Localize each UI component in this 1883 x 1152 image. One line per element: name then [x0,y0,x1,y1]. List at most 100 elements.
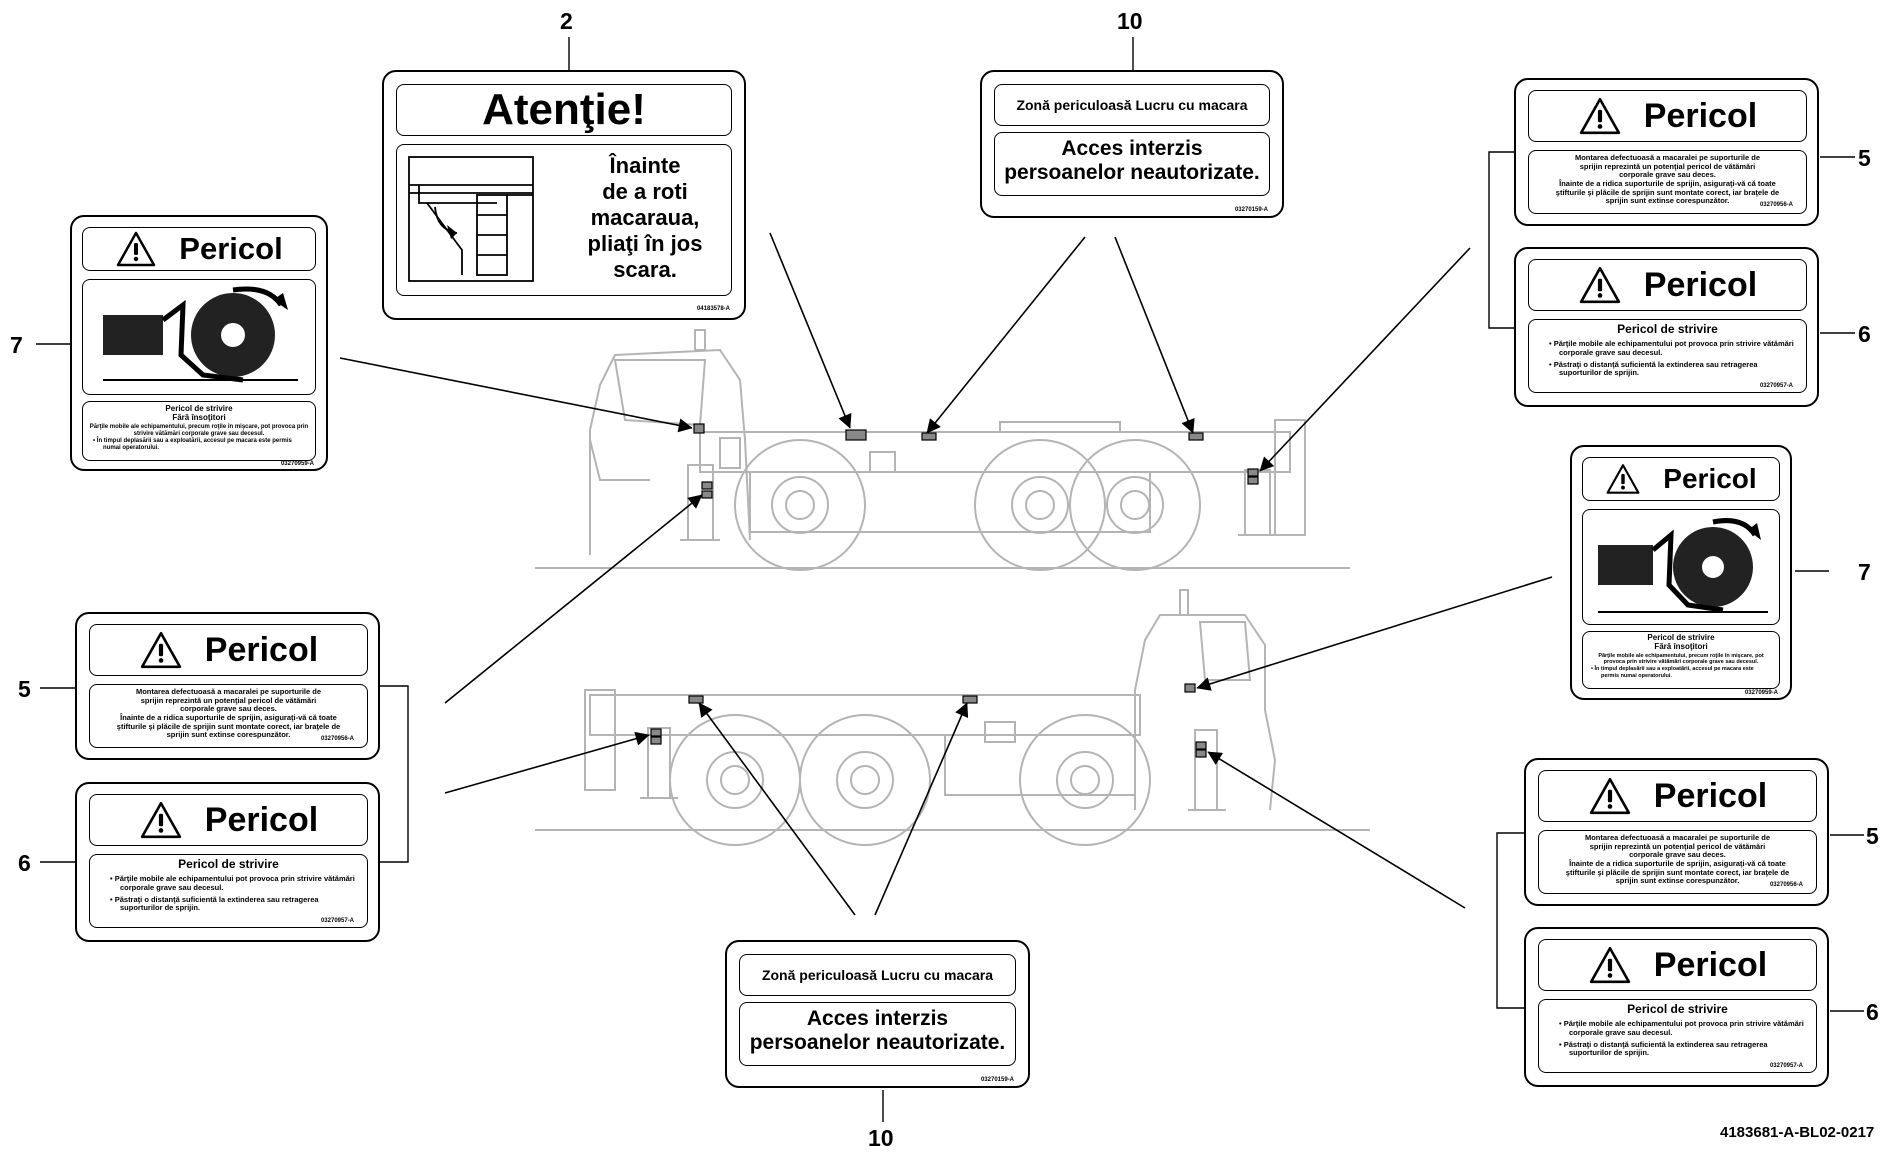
label-code: 03270159-A [980,1077,1014,1083]
danger-title: Pericol [1643,96,1758,135]
danger-title: Pericol [1663,463,1757,494]
crush-subtitle: Pericol de strivire [178,857,279,871]
danger-header: Pericol [1528,259,1807,311]
crush-danger-label: Pericol Pericol de strivire • Părţile mo… [75,782,380,942]
crush-bullet: • Părţile mobile ale echipamentului pot … [110,874,355,893]
crush-text-panel: Pericol de strivire • Părţile mobile ale… [1528,319,1807,393]
outrigger-danger-label: Pericol Montarea defectuoasă a macaralei… [1514,78,1819,226]
crush-bullets: • Părţile mobile ale echipamentului pot … [1539,1016,1816,1058]
label-code: 03270159-A [1234,207,1268,213]
callout-number-6: 6 [1866,999,1879,1025]
outrigger-text-line: Înainte de a ridica suporturile de sprij… [1569,858,1786,868]
attention-title: Atenţie! [482,85,646,134]
wheel-bullets: • În timpul deplasării sau a exploatării… [83,438,315,452]
outrigger-danger-label: Pericol Montarea defectuoasă a macaralei… [75,612,380,760]
warning-icon [1606,464,1640,494]
crush-bullet-text: Păstraţi o distanţă suficientă la extind… [1563,1039,1768,1058]
wheel-pictogram [82,279,316,395]
wheel-bullet-text: În timpul deplasării sau a exploatării, … [96,438,292,452]
outrigger-text: Montarea defectuoasă a macaralei pe supo… [1539,833,1816,886]
crane-top-view [535,329,1350,571]
wheel-text-panel: Pericol de strivire Fără însoţitori Părţ… [1582,631,1780,689]
attention-label: Atenţie! Înainte de a roti macaraua, pli… [382,70,746,320]
callout-number-6: 6 [1858,321,1871,347]
label-code: 04183578-A [696,306,730,312]
warning-icon [140,631,181,669]
danger-zone-line: persoanelor neautorizate. [1004,160,1260,184]
attention-text-line: pliaţi în jos [587,230,703,256]
wheel-text-panel: Pericol de strivire Fără însoţitori Părţ… [82,401,316,461]
crush-bullet-text: Părţile mobile ale echipamentului pot pr… [114,874,355,893]
outrigger-text-line: Montarea defectuoasă a macaralei pe supo… [1584,833,1771,842]
crush-bullet-text: Părţile mobile ale echipamentului pot pr… [1553,339,1794,358]
crush-bullet: • Păstraţi o distanţă suficientă la exti… [110,894,319,913]
outrigger-text: Montarea defectuoasă a macaralei pe supo… [1529,153,1806,206]
callout-number-5: 5 [18,676,31,702]
label-code: 03270957-A [320,918,354,924]
outrigger-text-line: Înainte de a ridica suporturile de sprij… [1559,178,1776,188]
wheel-subtitle: Fără însoţitori [172,412,226,422]
crush-bullet: • Păstraţi o distanţă suficientă la exti… [1559,1039,1768,1058]
wheel-bullet: • În timpul deplasării sau a exploatării… [93,438,292,452]
warning-icon [1589,777,1630,815]
wheel-text: Părţile mobile ale echipamentului, precu… [1598,652,1764,666]
crush-text-panel: Pericol de strivire • Părţile mobile ale… [1538,999,1817,1073]
danger-title: Pericol [1653,776,1768,815]
danger-header: Pericol [1582,457,1780,501]
outrigger-text-panel: Montarea defectuoasă a macaralei pe supo… [89,684,368,748]
outrigger-text-line: sprijin sunt extinse corespunzător. [166,730,291,740]
danger-zone-header: Zonă periculoasă Lucru cu macara [994,84,1270,126]
danger-zone-line: Acces interzis [806,1007,949,1030]
callout-number-5: 5 [1858,145,1871,171]
attention-text-line: macaraua, [590,204,700,230]
attention-body: Înainte de a roti macaraua, pliaţi în jo… [396,144,732,296]
label-code: 03270956-A [320,736,354,742]
danger-title: Pericol [1653,945,1768,984]
callout-lines [36,37,1864,1122]
danger-header: Pericol [82,227,316,271]
outrigger-text-line: Montarea defectuoasă a macaralei pe supo… [135,687,322,696]
attention-text-line: de a roti [602,178,688,204]
label-code: 03270959-A [280,461,314,467]
outrigger-text-line: ştifturile şi plăcile de sprijin sunt mo… [116,721,341,731]
crush-subtitle: Pericol de strivire [1627,1002,1728,1016]
danger-zone-line: Acces interzis [1061,137,1203,160]
rotating-wheel-icon [103,286,298,383]
callout-number-10: 10 [1117,8,1143,34]
callout-number-5: 5 [1866,823,1879,849]
outrigger-text-line: ştifturile şi plăcile de sprijin sunt mo… [1565,867,1790,877]
wheel-pictogram [1582,509,1780,625]
danger-zone-line: persoanelor neautorizate. [749,1030,1006,1054]
outrigger-text-line: sprijin reprezintă un potenţial pericol … [140,695,317,705]
outrigger-danger-label: Pericol Montarea defectuoasă a macaralei… [1524,758,1829,906]
crush-bullets: • Părţile mobile ale echipamentului pot … [90,871,367,913]
rotating-wheel-icon [1598,518,1768,613]
crush-bullet-text: Păstraţi o distanţă suficientă la extind… [1553,359,1758,378]
attention-header: Atenţie! [396,84,732,136]
leader-arrows [339,232,1553,916]
callout-number-7: 7 [10,332,23,358]
outrigger-text-line: sprijin reprezintă un potenţial pericol … [1579,161,1756,171]
wheel-subtitle: Pericol de strivire [165,404,233,413]
crush-subtitle: Pericol de strivire [1617,322,1718,336]
danger-zone-body: Acces interzis persoanelor neautorizate. [739,1002,1016,1066]
label-code: 03270957-A [1759,383,1793,389]
outrigger-text-line: sprijin reprezintă un potenţial pericol … [1589,841,1766,851]
crush-danger-label: Pericol Pericol de strivire • Părţile mo… [1514,247,1819,407]
warning-icon [1579,97,1620,135]
danger-zone-label: Zonă periculoasă Lucru cu macara Acces i… [980,70,1284,218]
crush-bullet: • Părţile mobile ale echipamentului pot … [1559,1019,1804,1038]
crush-bullet: • Păstraţi o distanţă suficientă la exti… [1549,359,1758,378]
folding-ladder-icon [408,156,534,282]
danger-header: Pericol [1538,939,1817,991]
wheel-subtitle: Fără însoţitori [1654,641,1708,651]
outrigger-text-line: ştifturile şi plăcile de sprijin sunt mo… [1555,187,1780,197]
callout-number-7: 7 [1858,559,1871,585]
wheel-crush-label: Pericol Pericol de strivire Fără însoţit… [1570,445,1792,700]
wheel-subtitle: Pericol de strivire [1647,633,1715,642]
wheel-text: Părţile mobile ale echipamentului, precu… [89,423,309,437]
wheel-bullets: • În timpul deplasării sau a exploatării… [1583,666,1779,679]
outrigger-text-line: sprijin sunt extinse corespunzător. [1605,196,1730,206]
figure-id: 4183681-A-BL02-0217 [1720,1124,1875,1141]
